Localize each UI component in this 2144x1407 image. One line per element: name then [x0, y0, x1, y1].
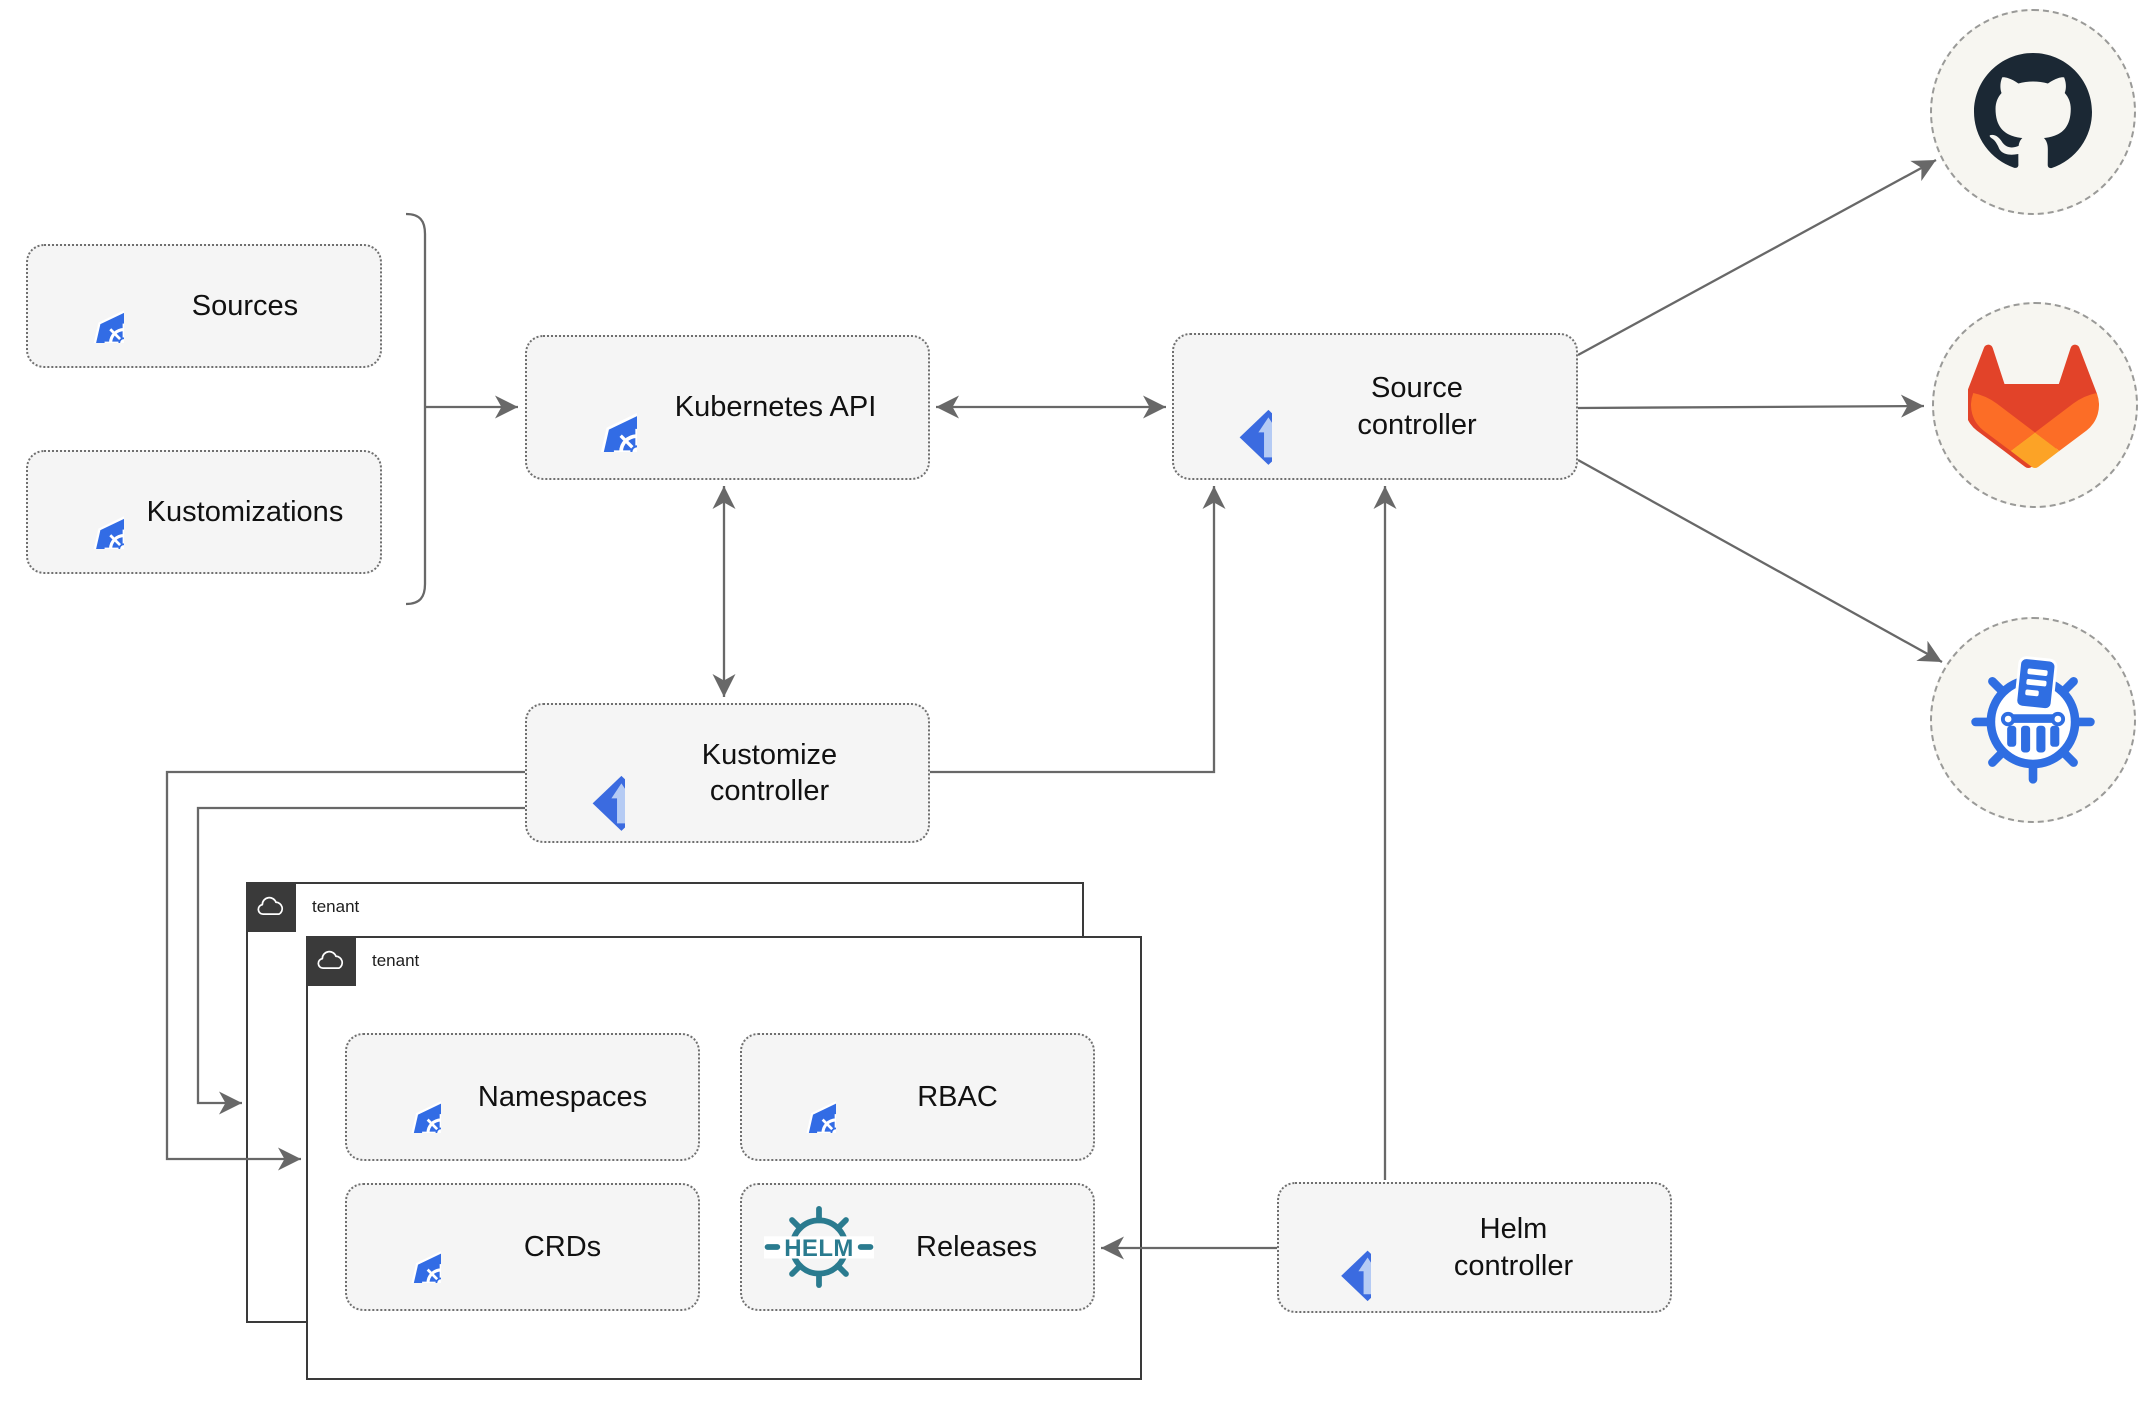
tenant-label: tenant	[312, 897, 360, 916]
node-label: Helm controller	[1453, 1213, 1574, 1282]
node-kubernetes-api: Kubernetes API	[525, 335, 930, 480]
arrow-source-controller-to-github	[1577, 158, 1937, 357]
node-helm-controller: Helm controller	[1277, 1182, 1672, 1313]
external-gitlab	[1932, 302, 2138, 508]
external-harbor	[1930, 617, 2136, 823]
arrow-source-controller-to-gitlab	[1577, 394, 1925, 418]
gitlab-icon	[1968, 344, 2100, 469]
node-kustomize-controller: Kustomize controller	[525, 703, 930, 843]
helm-icon: HELM	[764, 1202, 874, 1292]
node-label: RBAC	[917, 1080, 998, 1113]
bracket-sources-group	[405, 212, 427, 606]
flux-icon	[549, 712, 625, 834]
harbor-registry-icon	[1971, 656, 2095, 784]
node-label: Kubernetes API	[674, 391, 877, 424]
kubernetes-icon	[549, 364, 637, 452]
flux-icon	[1196, 346, 1272, 468]
node-kustomizations: Kustomizations	[26, 450, 382, 574]
kubernetes-icon	[50, 269, 124, 343]
github-icon	[1974, 53, 2092, 169]
helm-wordmark: HELM	[784, 1235, 854, 1262]
tenant-tab	[306, 936, 356, 986]
node-namespaces: Namespaces	[345, 1033, 700, 1161]
node-sources: Sources	[26, 244, 382, 368]
node-label: Kustomizations	[146, 495, 344, 528]
node-releases: HELM Releases	[740, 1183, 1095, 1311]
cloud-icon	[315, 948, 347, 975]
tenant-tab	[246, 882, 296, 932]
node-source-controller: Source controller	[1172, 333, 1578, 480]
external-github	[1930, 9, 2136, 215]
node-label: Sources	[191, 289, 299, 322]
node-rbac: RBAC	[740, 1033, 1095, 1161]
node-label: Source controller	[1357, 372, 1477, 441]
node-label: Namespaces	[477, 1080, 648, 1113]
arrow-source-controller-to-harbor	[1577, 458, 1943, 664]
flux-icon	[1301, 1192, 1371, 1304]
node-label: CRDs	[523, 1230, 602, 1263]
kubernetes-icon	[50, 475, 124, 549]
tenant-label: tenant	[372, 951, 420, 970]
node-crds: CRDs	[345, 1183, 700, 1311]
arrow-kustomize-to-source-controller	[930, 486, 1226, 774]
node-label: Kustomize controller	[701, 738, 838, 807]
kubernetes-icon	[369, 1061, 441, 1133]
kubernetes-icon	[369, 1211, 441, 1283]
node-label: Releases	[916, 1230, 1037, 1263]
kubernetes-icon	[764, 1061, 836, 1133]
cloud-icon	[255, 894, 287, 921]
